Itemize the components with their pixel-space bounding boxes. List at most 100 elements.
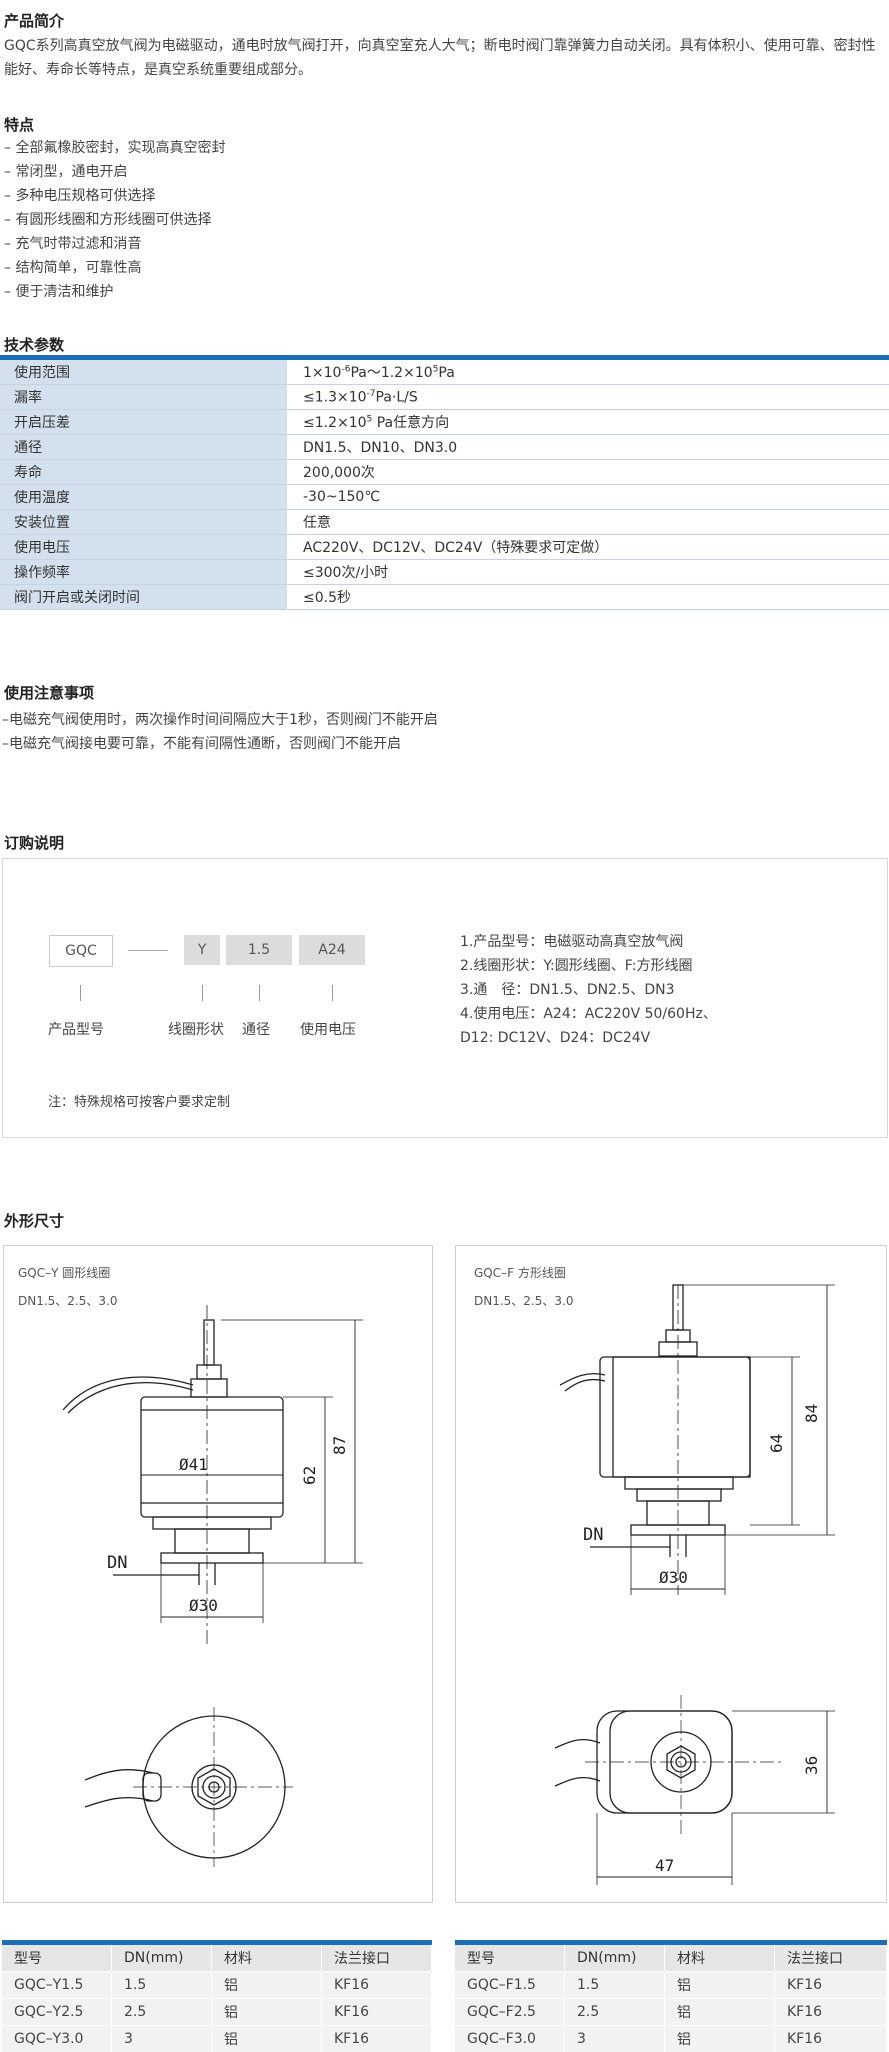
spec-key: 使用电压 [0, 535, 287, 560]
dim-dn-label: DN [583, 1525, 603, 1545]
column-header: 材料 [665, 1943, 775, 1972]
table-row: 阀门开启或关闭时间≤0.5秒 [0, 585, 889, 610]
table-cell: 铝 [212, 1972, 322, 1999]
spec-value: -30~150℃ [287, 485, 889, 510]
table-row: 开启压差≤1.2×105 Pa任意方向 [0, 410, 889, 435]
model-table-square: 型号 DN(mm) 材料 法兰接口 GQC–F1.5 1.5 铝 KF16 GQ… [455, 1940, 887, 2052]
order-explain: 1.产品型号：电磁驱动高真空放气阀 [460, 930, 683, 954]
table-cell: 3 [112, 2026, 212, 2052]
table-header-row: 型号 DN(mm) 材料 法兰接口 [455, 1943, 887, 1972]
table-cell: KF16 [775, 1999, 887, 2026]
note-item: –电磁充气阀接电要可靠，不能有间隔性通断，否则阀门不能开启 [2, 732, 401, 756]
note-item: –电磁充气阀使用时，两次操作时间间隔应大于1秒，否则阀门不能开启 [2, 708, 438, 732]
intro-title: 产品简介 [4, 10, 64, 31]
dim-flange-label: Ø30 [659, 1568, 688, 1587]
table-cell: KF16 [775, 1972, 887, 1999]
table-cell: GQC–F3.0 [455, 2026, 565, 2052]
order-explain: 3.通 径：DN1.5、DN2.5、DN3 [460, 978, 675, 1002]
spec-key: 使用范围 [0, 360, 287, 385]
spec-value: ≤0.5秒 [287, 585, 889, 610]
table-cell: 铝 [212, 2026, 322, 2052]
spec-value: ≤1.3×10-7Pa·L/S [287, 385, 889, 410]
table-cell: 1.5 [112, 1972, 212, 1999]
spec-key: 通径 [0, 435, 287, 460]
spec-value: 任意 [287, 510, 889, 535]
model-table-round: 型号 DN(mm) 材料 法兰接口 GQC–Y1.5 1.5 铝 KF16 GQ… [2, 1940, 432, 2052]
table-row: GQC–Y1.5 1.5 铝 KF16 [2, 1972, 432, 1999]
round-coil-drawing: Ø41 Ø30 DN 87 62 [3, 1245, 431, 1901]
column-header: 材料 [212, 1943, 322, 1972]
order-explain: D12: DC12V、D24：DC24V [460, 1026, 650, 1050]
spec-key: 漏率 [0, 385, 287, 410]
order-note: 注：特殊规格可按客户要求定制 [48, 1091, 230, 1115]
column-header: 型号 [2, 1943, 112, 1972]
spec-value: 200,000次 [287, 460, 889, 485]
code-product: GQC [49, 935, 113, 967]
code-tick [332, 985, 333, 1001]
order-explain: 4.使用电压：A24：AC220V 50/60Hz、 [460, 1002, 717, 1026]
table-cell: 铝 [665, 1999, 775, 2026]
table-cell: GQC–Y1.5 [2, 1972, 112, 1999]
table-cell: 2.5 [112, 1999, 212, 2026]
order-title: 订购说明 [4, 832, 64, 853]
spec-key: 开启压差 [0, 410, 287, 435]
table-cell: 铝 [665, 2026, 775, 2052]
spec-value: DN1.5、DN10、DN3.0 [287, 435, 889, 460]
dimensions-title: 外形尺寸 [4, 1210, 64, 1231]
specs-title: 技术参数 [4, 334, 64, 355]
table-cell: GQC–F1.5 [455, 1972, 565, 1999]
dim-body-label: 62 [300, 1466, 319, 1485]
dim-total-label: 87 [330, 1436, 349, 1455]
code-tick [259, 985, 260, 1001]
table-cell: GQC–Y2.5 [2, 1999, 112, 2026]
table-cell: 3 [565, 2026, 665, 2052]
column-header: DN(mm) [112, 1943, 212, 1972]
features-title: 特点 [4, 114, 34, 135]
table-row: 使用温度-30~150℃ [0, 485, 889, 510]
column-header: 法兰接口 [775, 1943, 887, 1972]
table-cell: 2.5 [565, 1999, 665, 2026]
feature-item: – 常闭型，通电开启 [4, 160, 127, 184]
feature-item: – 结构简单，可靠性高 [4, 256, 141, 280]
spec-value: ≤1.2×105 Pa任意方向 [287, 410, 889, 435]
spec-key: 安装位置 [0, 510, 287, 535]
code-separator [128, 950, 168, 951]
column-header: DN(mm) [565, 1943, 665, 1972]
spec-value: AC220V、DC12V、DC24V（特殊要求可定做） [287, 535, 889, 560]
feature-item: – 全部氟橡胶密封，实现高真空密封 [4, 136, 225, 160]
spec-key: 寿命 [0, 460, 287, 485]
table-header-row: 型号 DN(mm) 材料 法兰接口 [2, 1943, 432, 1972]
table-row: 安装位置任意 [0, 510, 889, 535]
dim-width-label: 47 [655, 1856, 674, 1875]
table-row: GQC–Y3.0 3 铝 KF16 [2, 2026, 432, 2052]
table-row: GQC–F1.5 1.5 铝 KF16 [455, 1972, 887, 1999]
dim-body-label: 64 [767, 1434, 786, 1453]
table-cell: GQC–Y3.0 [2, 2026, 112, 2052]
table-row: 漏率≤1.3×10-7Pa·L/S [0, 385, 889, 410]
dim-flange-label: Ø30 [189, 1596, 218, 1615]
table-cell: KF16 [322, 1972, 432, 1999]
code-label: 线圈形状 [168, 1018, 224, 1042]
column-header: 型号 [455, 1943, 565, 1972]
code-label: 使用电压 [300, 1018, 356, 1042]
code-coil: Y [184, 935, 220, 965]
table-row: GQC–Y2.5 2.5 铝 KF16 [2, 1999, 432, 2026]
table-cell: 铝 [212, 1999, 322, 2026]
table-cell: GQC–F2.5 [455, 1999, 565, 2026]
square-coil-drawing: Ø30 DN 84 64 36 47 [455, 1245, 885, 1901]
dim-dn-label: DN [107, 1553, 127, 1573]
code-label: 产品型号 [48, 1018, 104, 1042]
feature-item: – 便于清洁和维护 [4, 280, 113, 304]
table-cell: 铝 [665, 1972, 775, 1999]
dim-height-label: 36 [802, 1756, 821, 1775]
code-dn: 1.5 [226, 935, 292, 965]
code-voltage: A24 [299, 935, 365, 965]
spec-key: 使用温度 [0, 485, 287, 510]
spec-value: ≤300次/小时 [287, 560, 889, 585]
table-row: 操作频率≤300次/小时 [0, 560, 889, 585]
table-cell: KF16 [322, 1999, 432, 2026]
table-cell: KF16 [322, 2026, 432, 2052]
